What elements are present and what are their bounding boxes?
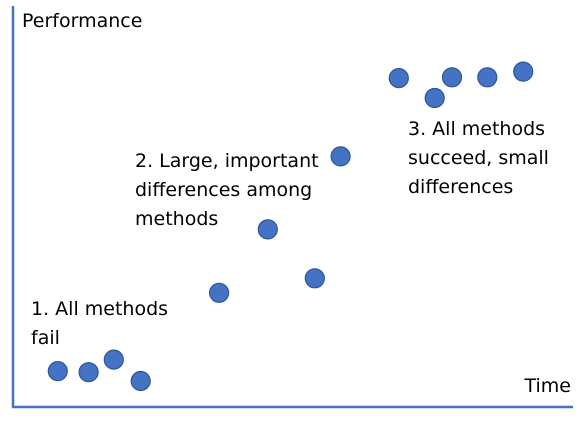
y-axis-label: Performance [22,10,142,32]
data-point-8 [330,146,351,167]
data-point-7 [304,268,325,289]
data-point-1 [47,361,68,382]
data-point-11 [441,67,463,88]
data-point-5 [209,282,230,303]
annotation-phase-2-line-2: differences among [135,179,312,201]
annotation-phase-3-line-3: differences [408,176,513,198]
data-point-9 [388,67,409,89]
data-point-4 [130,370,151,392]
annotation-phase-2-line-1: 2. Large, important [135,150,319,172]
data-point-13 [513,61,534,82]
annotation-phase-3-line-2: succeed, small [408,147,549,169]
data-point-12 [477,67,498,88]
axes [11,6,573,409]
data-point-10 [424,87,445,109]
annotation-phase-2: 2. Large, important differences among me… [135,150,325,230]
data-point-2 [78,362,99,383]
x-axis-label: Time [524,375,572,397]
annotation-phase-1-line-2: fail [31,327,60,349]
annotation-phase-3: 3. All methods succeed, small difference… [408,118,555,198]
data-point-6 [257,219,278,240]
data-point-3 [103,349,124,370]
annotation-phase-1-line-1: 1. All methods [31,298,168,320]
annotation-phase-3-line-1: 3. All methods [408,118,545,140]
annotation-phase-1: 1. All methods fail [31,298,174,349]
points-layer [47,61,534,392]
annotation-phase-2-line-3: methods [135,208,218,230]
